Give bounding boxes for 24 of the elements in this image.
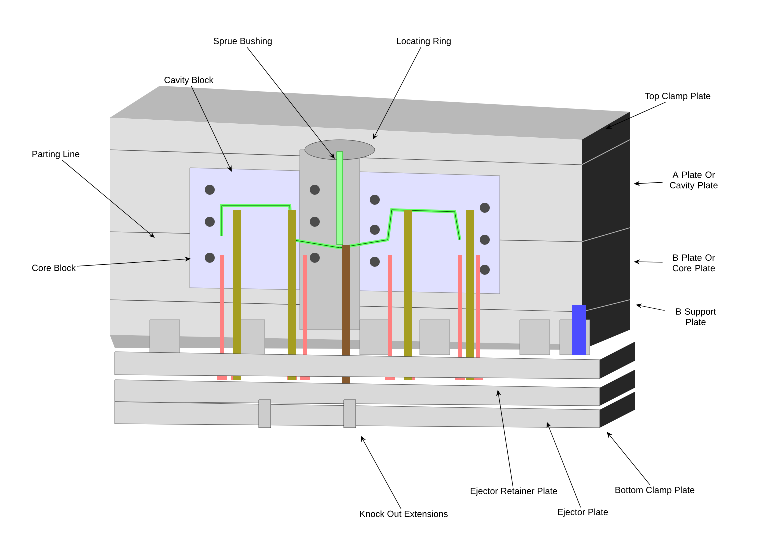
leader-line bbox=[76, 256, 191, 267]
callout-label: A Plate Or Cavity Plate bbox=[670, 172, 718, 190]
leader-line bbox=[373, 47, 422, 140]
callout-label: B Plate Or Core Plate bbox=[672, 254, 716, 272]
leader-line bbox=[496, 390, 514, 487]
leader-line bbox=[607, 432, 651, 486]
callout-label: Bottom Clamp Plate bbox=[616, 486, 695, 496]
leader-line bbox=[361, 436, 402, 510]
callout-label: Parting Line bbox=[32, 150, 80, 160]
callout-label: Top Clamp Plate bbox=[645, 92, 711, 102]
callout-label: Locating Ring bbox=[397, 38, 451, 46]
leader-line bbox=[191, 86, 232, 172]
callout-label: Cavity Block bbox=[164, 76, 214, 86]
leader-line bbox=[246, 47, 335, 159]
callout-label: Core Block bbox=[32, 264, 76, 272]
leader-line bbox=[62, 160, 155, 238]
callout-label: Ejector Plate bbox=[558, 508, 608, 518]
callout-label: B Support Plate bbox=[676, 308, 716, 326]
callout-label: Ejector Retainer Plate bbox=[470, 488, 558, 496]
leader-line bbox=[636, 304, 666, 312]
callout-label: Sprue Bushing bbox=[214, 38, 272, 46]
callout-label: Knock Out Extensions bbox=[360, 510, 448, 518]
leader-line bbox=[606, 102, 666, 129]
leader-line bbox=[546, 422, 582, 508]
